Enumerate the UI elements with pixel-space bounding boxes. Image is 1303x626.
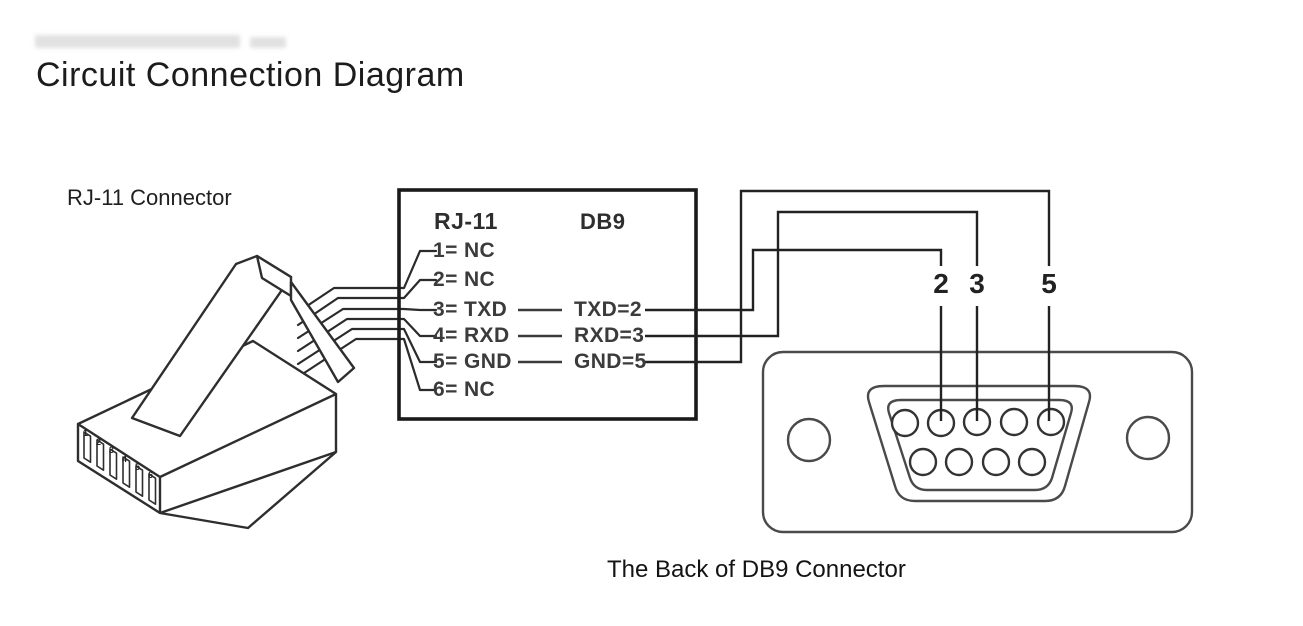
pin-row-3-left: 3= TXD: [433, 298, 508, 321]
wire-pin1: [296, 249, 438, 314]
db9-pin-label-3: 3: [969, 268, 985, 299]
rj11-pin-number-3: 3: [109, 445, 115, 455]
db9-hole-7: [944, 447, 974, 477]
rj11-pin-number-5: 5: [135, 462, 141, 472]
rj11-pin-number-1: 1: [83, 428, 89, 438]
connection-rxd-to-pin3-upper: [645, 210, 979, 338]
mapping-box-header-db9: DB9: [580, 209, 626, 234]
pin-row-1-left: 1= NC: [433, 239, 496, 262]
rj11-body-edges: [77, 392, 337, 515]
db9-pin-label-2: 2: [933, 268, 949, 299]
page-title: Circuit Connection Diagram: [36, 56, 465, 94]
db9-mounting-hole-right: [1125, 415, 1171, 461]
wire-pin3: [296, 307, 438, 340]
db9-hole-6: [908, 447, 938, 477]
rj11-pin-number-2: 2: [96, 437, 102, 447]
pin-row-5-right: GND=5: [574, 350, 647, 373]
ghost-text-smudge-small: [250, 37, 286, 48]
pin-row-4-left: 4= RXD: [433, 324, 510, 347]
db9-hole-8: [981, 447, 1011, 477]
mapping-box-border: [397, 188, 698, 421]
rj11-pin-number-6: 6: [148, 470, 154, 480]
db9-connection-wires: [644, 189, 1051, 421]
pin-row-3-right: TXD=2: [574, 298, 642, 321]
ghost-text-smudge: [35, 35, 240, 48]
wire-pin4: [296, 317, 438, 353]
rj11-pin-number-4: 4: [122, 454, 128, 464]
rj11-connector-drawing: [76, 254, 356, 530]
connection-txd-to-pin2-upper: [645, 248, 943, 312]
pin-row-2-left: 2= NC: [433, 268, 496, 291]
db9-hole-1: [890, 408, 920, 438]
db9-caption: The Back of DB9 Connector: [607, 556, 906, 583]
pin-row-5-left: 5= GND: [433, 350, 512, 373]
connection-gnd-to-pin5-upper: [644, 189, 1051, 364]
db9-hole-9: [1017, 447, 1047, 477]
db9-mounting-hole-left: [786, 417, 832, 463]
pin-row-6-left: 6= NC: [433, 378, 496, 401]
rj11-connector-label: RJ-11 Connector: [67, 185, 232, 210]
mapping-box-header-rj11: RJ-11: [434, 208, 498, 234]
wire-pin2: [296, 278, 438, 327]
db9-pin-holes: [890, 407, 1066, 477]
db9-connector-drawing: [761, 350, 1194, 534]
rj11-latch-release-arm: [289, 280, 356, 384]
db9-hole-4: [999, 407, 1029, 437]
rj11-teeth: [83, 431, 157, 505]
db9-hole-5: [1036, 407, 1066, 437]
pin-row-4-right: RXD=3: [574, 324, 645, 347]
db9-pin-label-5: 5: [1041, 268, 1057, 299]
mapping-box-row-dashes: [518, 308, 562, 364]
